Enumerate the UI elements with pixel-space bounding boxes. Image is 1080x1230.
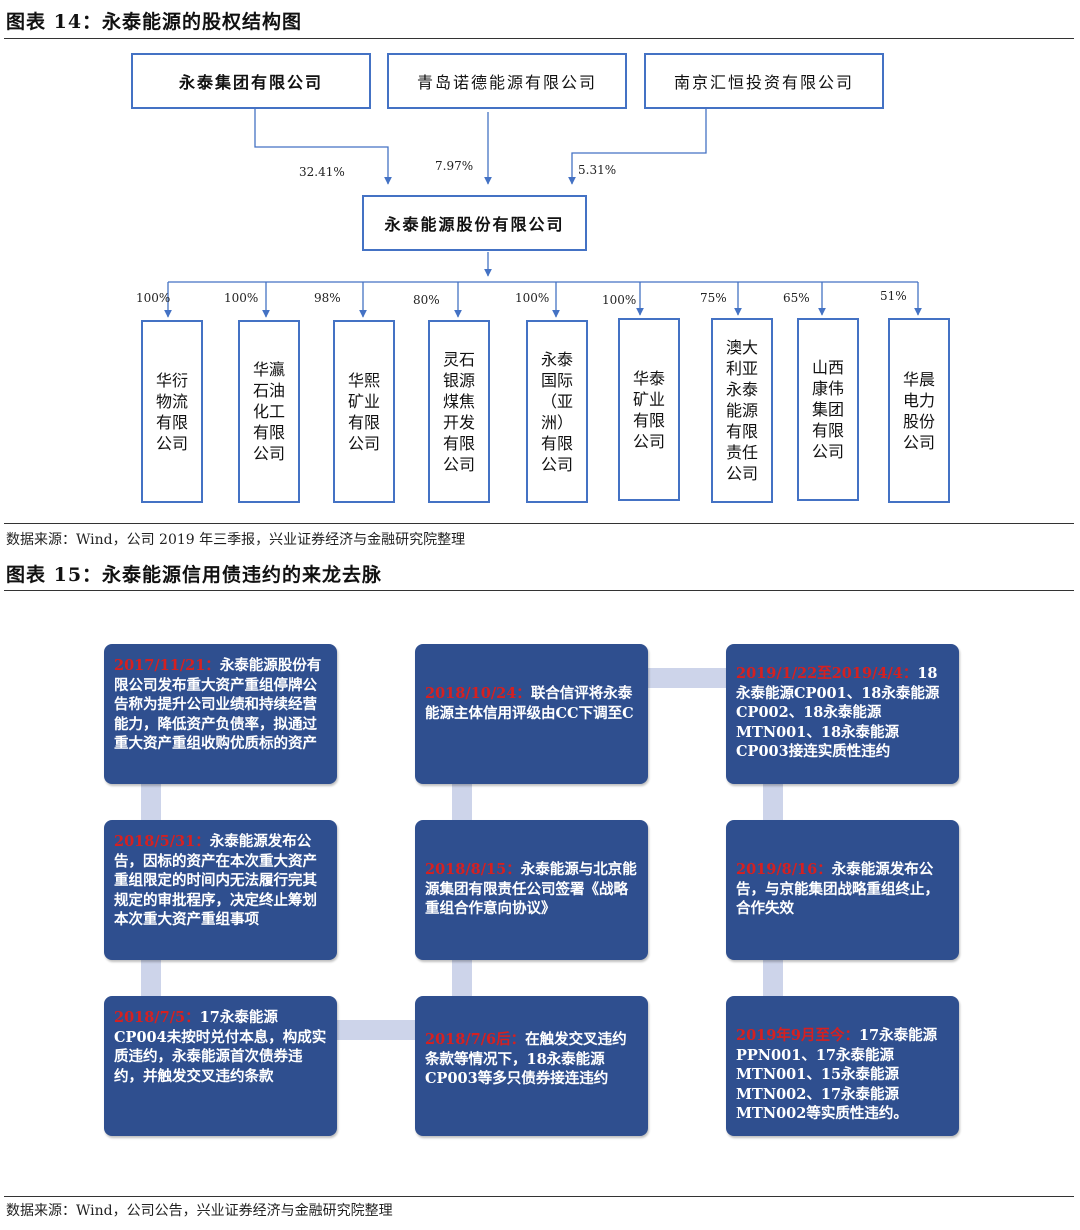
timeline-card-4: 2018/7/6后：在触发交叉违约条款等情况下，18永泰能源CP003等多只债券…: [415, 996, 648, 1136]
pct-shareholder-1: 32.41%: [299, 165, 345, 179]
subsidiary-label-7: 澳大利亚永泰能源有限责任公司: [725, 338, 758, 483]
card-8-date: 2019/8/16：: [736, 861, 832, 878]
card-6-text: 联合信评将永泰能源主体信用评级由CC下调至C: [425, 685, 634, 722]
subsidiary-box-4: 灵石银源煤焦开发有限公司: [428, 320, 490, 503]
card-5-text: 永泰能源与北京能源集团有限责任公司签署《战略重组合作意向协议》: [425, 861, 637, 917]
card-4-text: 在触发交叉违约条款等情况下，18永泰能源CP003等多只债券接连违约: [425, 1031, 627, 1087]
ownership-connectors: [164, 109, 922, 318]
subsidiary-box-1: 华衍物流有限公司: [141, 320, 203, 503]
card-9-text: 17永泰能源PPN001、17永泰能源MTN001、15永泰能源MTN002、1…: [736, 1027, 938, 1122]
card-1-date: 2017/11/21：: [114, 657, 220, 674]
card-8-text: 永泰能源发布公告，与京能集团战略重组终止，合作失效: [736, 861, 939, 917]
card-6-date: 2018/10/24：: [425, 685, 531, 702]
shareholder-box-2: 青岛诺德能源有限公司: [387, 53, 627, 109]
timeline-card-8: 2019/8/16：永泰能源发布公告，与京能集团战略重组终止，合作失效: [726, 820, 959, 960]
subsidiary-box-8: 山西康伟集团有限公司: [797, 318, 859, 501]
subsidiary-box-7: 澳大利亚永泰能源有限责任公司: [711, 318, 773, 503]
connector-1-2: [141, 782, 161, 824]
subsidiary-box-6: 华泰矿业有限公司: [618, 318, 680, 501]
fig15-bottom-rule: [4, 1196, 1074, 1197]
fig14-top-rule: [4, 38, 1074, 39]
pct-sub-7: 75%: [700, 291, 727, 305]
connector-7-8: [763, 782, 783, 824]
card-3-text: 17永泰能源CP004未按时兑付本息，构成实质违约，永泰能源首次债券违约，并触发…: [114, 1009, 327, 1085]
subsidiary-label-4: 灵石银源煤焦开发有限公司: [442, 349, 475, 474]
shareholder-box-3: 南京汇恒投资有限公司: [644, 53, 884, 109]
fig14-title: 图表 14：永泰能源的股权结构图: [6, 11, 303, 33]
subsidiary-label-3: 华熙矿业有限公司: [347, 370, 380, 453]
timeline-card-7: 2019/1/22至2019/4/4：18永泰能源CP001、18永泰能源CP0…: [726, 644, 959, 784]
connector-shareholder-3: [568, 109, 707, 185]
subsidiary-box-3: 华熙矿业有限公司: [333, 320, 395, 503]
pct-shareholder-2: 7.97%: [435, 159, 474, 173]
connector-5-6: [452, 782, 472, 824]
pct-sub-8: 65%: [783, 291, 810, 305]
timeline-card-9: 2019年9月至今：17永泰能源PPN001、17永泰能源MTN001、15永泰…: [726, 996, 959, 1136]
timeline-card-5: 2018/8/15：永泰能源与北京能源集团有限责任公司签署《战略重组合作意向协议…: [415, 820, 648, 960]
subsidiary-label-5: 永泰国际（亚洲）有限公司: [540, 349, 573, 474]
card-7-text: 18永泰能源CP001、18永泰能源CP002、18永泰能源MTN001、18永…: [736, 665, 940, 760]
subsidiary-box-5: 永泰国际（亚洲）有限公司: [526, 320, 588, 503]
fig15-title: 图表 15：永泰能源信用债违约的来龙去脉: [6, 564, 383, 586]
connector-3-4: [336, 1020, 416, 1040]
card-2-text: 永泰能源发布公告，因标的资产在本次重大资产重组限定的时间内无法履行完其规定的审批…: [114, 833, 317, 928]
pct-sub-1: 100%: [136, 291, 171, 305]
subsidiary-box-2: 华瀛石油化工有限公司: [238, 320, 300, 503]
subsidiary-label-9: 华晨电力股份公司: [902, 369, 935, 452]
connector-6-7: [648, 668, 728, 688]
subsidiary-label-1: 华衍物流有限公司: [155, 370, 188, 453]
pct-sub-2: 100%: [224, 291, 259, 305]
connector-2-3: [141, 956, 161, 998]
pct-sub-3: 98%: [314, 291, 341, 305]
pct-sub-9: 51%: [880, 289, 907, 303]
fig14-source: 数据来源：Wind，公司 2019 年三季报，兴业证券经济与金融研究院整理: [6, 532, 466, 548]
subsidiary-box-9: 华晨电力股份公司: [888, 318, 950, 503]
timeline-card-3: 2018/7/5：17永泰能源CP004未按时兑付本息，构成实质违约，永泰能源首…: [104, 996, 337, 1136]
connector-shareholder-1: [254, 109, 392, 185]
card-4-date: 2018/7/6后：: [425, 1031, 526, 1048]
fig15-top-rule: [4, 590, 1074, 591]
pct-sub-4: 80%: [413, 293, 440, 307]
fig15-source: 数据来源：Wind，公司公告，兴业证券经济与金融研究院整理: [6, 1203, 393, 1219]
fig14-bottom-rule: [4, 523, 1074, 524]
subsidiary-label-2: 华瀛石油化工有限公司: [252, 360, 285, 463]
card-2-date: 2018/5/31：: [114, 833, 210, 850]
subsidiary-label-8: 山西康伟集团有限公司: [811, 358, 844, 461]
timeline-card-6: 2018/10/24：联合信评将永泰能源主体信用评级由CC下调至C: [415, 644, 648, 784]
pct-sub-5: 100%: [515, 291, 550, 305]
company-box: 永泰能源股份有限公司: [362, 195, 587, 251]
card-5-date: 2018/8/15：: [425, 861, 521, 878]
shareholder-box-1: 永泰集团有限公司: [131, 53, 371, 109]
card-9-date: 2019年9月至今：: [736, 1027, 859, 1044]
timeline-card-2: 2018/5/31：永泰能源发布公告，因标的资产在本次重大资产重组限定的时间内无…: [104, 820, 337, 960]
pct-sub-6: 100%: [602, 293, 637, 307]
connector-4-5: [452, 956, 472, 998]
card-3-date: 2018/7/5：: [114, 1009, 200, 1026]
connector-8-9: [763, 956, 783, 998]
card-7-date: 2019/1/22至2019/4/4：: [736, 665, 918, 682]
timeline-card-1: 2017/11/21：永泰能源股份有限公司发布重大资产重组停牌公告称为提升公司业…: [104, 644, 337, 784]
subsidiary-label-6: 华泰矿业有限公司: [632, 368, 665, 451]
card-1-text: 永泰能源股份有限公司发布重大资产重组停牌公告称为提升公司业绩和持续经营能力，降低…: [114, 657, 322, 752]
pct-shareholder-3: 5.31%: [578, 163, 617, 177]
